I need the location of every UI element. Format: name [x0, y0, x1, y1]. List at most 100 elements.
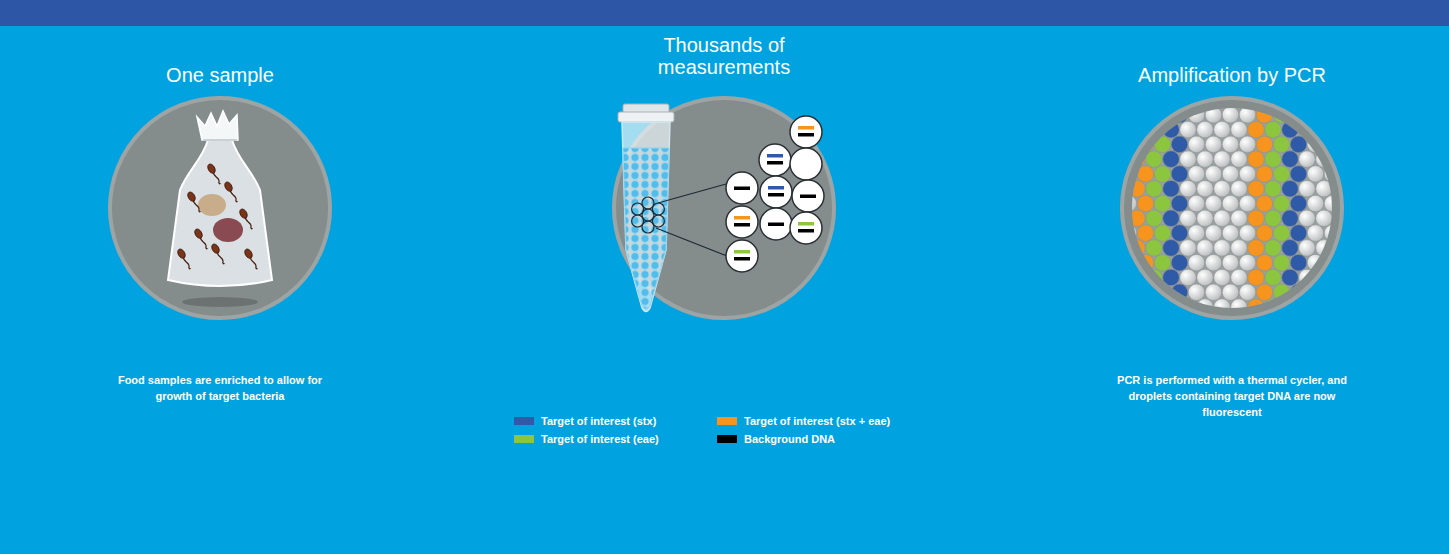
pcr-droplet: [1180, 180, 1197, 197]
pcr-droplet: [1163, 210, 1180, 227]
pcr-droplet: [1239, 106, 1256, 123]
droplet-outline: [759, 144, 791, 176]
droplet-outline: [726, 240, 758, 272]
pcr-droplet: [1231, 92, 1248, 109]
pcr-droplet: [1265, 121, 1282, 138]
pcr-droplet: [1299, 299, 1316, 316]
pcr-droplet: [1205, 254, 1222, 271]
pcr-droplet: [1290, 225, 1307, 242]
top-band: [0, 0, 1449, 26]
legend-label: Background DNA: [744, 433, 835, 445]
pcr-droplet: [1265, 240, 1282, 257]
pcr-droplet: [1231, 269, 1248, 286]
pcr-droplet: [1188, 166, 1205, 183]
bacterium: [223, 181, 240, 204]
panel-title: One sample: [90, 64, 350, 86]
bacterium: [238, 208, 255, 231]
pcr-droplet: [1112, 151, 1129, 168]
pcr-droplet: [1120, 106, 1137, 123]
legend-label: Target of interest (stx): [541, 415, 656, 427]
tube-rim: [618, 112, 674, 122]
pcr-droplet: [1282, 240, 1299, 257]
pcr-droplet: [1214, 210, 1231, 227]
panel: Amplification by PCRPCR is performed wit…: [1072, 0, 1392, 420]
pcr-droplet: [1265, 151, 1282, 168]
dna-bar: [768, 193, 784, 197]
droplet-outline: [792, 180, 824, 212]
pcr-droplet: [1214, 240, 1231, 257]
zoom-line: [658, 184, 726, 203]
pcr-droplet: [1112, 180, 1129, 197]
pcr-droplet: [1154, 254, 1171, 271]
dna-bar: [767, 161, 783, 165]
pcr-droplet: [1299, 121, 1316, 138]
pcr-droplet: [1265, 299, 1282, 316]
pcr-droplet: [1350, 299, 1367, 316]
dna-bar: [734, 257, 750, 261]
pcr-droplet: [1231, 299, 1248, 316]
pcr-droplet: [1350, 92, 1367, 109]
pcr-droplet: [1205, 166, 1222, 183]
pcr-droplet: [1197, 151, 1214, 168]
panel-circle: [1122, 98, 1342, 318]
pcr-droplet: [1129, 92, 1146, 109]
pcr-droplet: [1239, 195, 1256, 212]
panel-caption: Food samples are enriched to allow for g…: [113, 372, 328, 404]
droplet: [726, 172, 758, 204]
legend-entry: Target of interest (stx + eae): [717, 415, 890, 427]
pcr-droplet: [1171, 284, 1188, 301]
pcr-droplet: [1222, 254, 1239, 271]
pcr-droplet: [1248, 92, 1265, 109]
pcr-droplet: [1299, 269, 1316, 286]
pcr-droplet: [1282, 92, 1299, 109]
pcr-droplet: [1307, 166, 1324, 183]
pcr-droplet: [1120, 136, 1137, 153]
pcr-droplet: [1205, 106, 1222, 123]
pcr-droplet: [1265, 180, 1282, 197]
pcr-droplet: [1324, 254, 1341, 271]
pcr-droplet: [1290, 284, 1307, 301]
droplet: [726, 240, 758, 272]
pcr-droplet: [1231, 210, 1248, 227]
droplet: [792, 180, 824, 212]
bacterium: [210, 243, 227, 266]
pcr-droplet: [1324, 136, 1341, 153]
pcr-droplet: [1341, 254, 1358, 271]
pcr-droplet: [1248, 269, 1265, 286]
pcr-droplet: [1290, 136, 1307, 153]
zoomed-droplets: [726, 116, 824, 272]
pcr-droplet: [1307, 106, 1324, 123]
panel: Thousands of measurements: [564, 0, 884, 420]
pcr-droplet: [1137, 254, 1154, 271]
pcr-droplet: [1333, 180, 1350, 197]
pcr-droplet: [1163, 269, 1180, 286]
pcr-droplet: [1358, 254, 1375, 271]
pcr-droplet: [1282, 121, 1299, 138]
pcr-droplet: [1214, 180, 1231, 197]
pcr-droplet: [1316, 180, 1333, 197]
pcr-droplet: [1299, 180, 1316, 197]
pcr-droplet: [1129, 180, 1146, 197]
pcr-droplet: [1197, 299, 1214, 316]
droplet-emulsion: [623, 148, 669, 309]
pcr-droplet: [1248, 210, 1265, 227]
pcr-droplet: [1333, 240, 1350, 257]
pcr-droplet: [1350, 151, 1367, 168]
pcr-droplet: [1341, 136, 1358, 153]
pcr-droplet: [1222, 166, 1239, 183]
pcr-droplet: [1146, 210, 1163, 227]
pcr-droplet: [1256, 136, 1273, 153]
pcr-droplet: [1197, 240, 1214, 257]
pcr-droplet: [1129, 151, 1146, 168]
dna-bar: [768, 223, 784, 227]
small-droplet: [652, 203, 664, 215]
pcr-droplet: [1154, 136, 1171, 153]
dna-bar: [798, 222, 814, 226]
pcr-droplet: [1248, 151, 1265, 168]
pcr-droplet: [1324, 195, 1341, 212]
pcr-droplet: [1180, 269, 1197, 286]
dna-bar: [734, 187, 750, 191]
tube-body: [622, 122, 670, 312]
pcr-droplet: [1171, 195, 1188, 212]
pcr-droplet: [1163, 299, 1180, 316]
